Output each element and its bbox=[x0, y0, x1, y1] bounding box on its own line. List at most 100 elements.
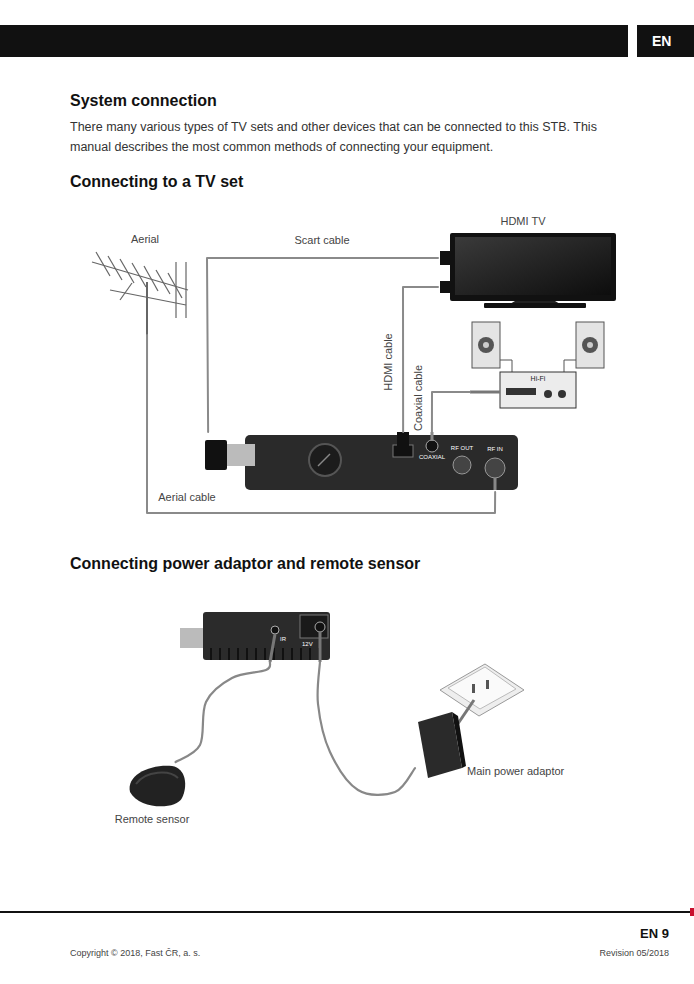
sensor-drawing-part bbox=[136, 773, 178, 784]
aerial-drawing-part bbox=[175, 262, 176, 318]
socket-drawing bbox=[440, 664, 524, 716]
stb-rear-drawing-part bbox=[271, 626, 279, 634]
aerial-drawing bbox=[92, 252, 188, 335]
stb-drawing-part bbox=[494, 478, 497, 490]
cable bbox=[176, 662, 271, 762]
socket-drawing-part bbox=[472, 684, 475, 693]
page-number: EN 9 bbox=[640, 927, 669, 942]
hifi-system: Hi-Fi bbox=[470, 320, 606, 410]
tv-drawing-part bbox=[484, 303, 586, 308]
language-tag: EN bbox=[652, 33, 671, 49]
device-label: Remote sensor bbox=[115, 813, 190, 826]
hifi-drawing-part bbox=[582, 337, 598, 353]
stb-drawing-part bbox=[426, 440, 438, 452]
device-label: HDMI TV bbox=[500, 215, 545, 228]
footer-rule bbox=[0, 908, 694, 916]
stb-drawing-part bbox=[227, 444, 255, 466]
cable bbox=[147, 335, 495, 513]
aerial-drawing-part bbox=[96, 252, 110, 276]
cable bbox=[318, 662, 415, 795]
remote-sensor: Remote sensor bbox=[126, 762, 188, 810]
stb-rear-drawing-part bbox=[270, 634, 275, 662]
device-label: COAXIAL bbox=[419, 454, 445, 461]
cable-label: Aerial cable bbox=[156, 491, 217, 503]
device-label: RF OUT bbox=[451, 445, 473, 452]
tv-drawing-part bbox=[450, 233, 616, 301]
cable bbox=[432, 392, 470, 432]
device-label: Aerial bbox=[131, 233, 159, 246]
stb-drawing-part bbox=[309, 444, 341, 476]
cable-label: Coaxial cable bbox=[412, 363, 424, 433]
aerial-drawing-part bbox=[144, 266, 158, 291]
hifi-drawing-part bbox=[500, 372, 576, 408]
aerial-drawing-part bbox=[120, 283, 132, 300]
hifi-drawing-part bbox=[506, 388, 536, 395]
stb-rear-drawing-part bbox=[300, 615, 328, 638]
hifi-drawing-part bbox=[470, 391, 500, 394]
stb-rear-drawing bbox=[180, 612, 330, 662]
hifi-drawing-part bbox=[478, 337, 494, 353]
tv-drawing bbox=[440, 233, 616, 308]
hifi-drawing-part bbox=[472, 322, 500, 368]
socket-drawing-part bbox=[448, 667, 516, 709]
hifi-drawing-part bbox=[558, 390, 566, 398]
cable-label: HDMI cable bbox=[382, 331, 394, 392]
aerial-drawing-part bbox=[168, 273, 182, 298]
hifi-drawing-part bbox=[544, 390, 552, 398]
footer-rule-part bbox=[690, 908, 694, 916]
hifi-drawing-part bbox=[576, 322, 604, 368]
tv-drawing-part bbox=[440, 281, 452, 293]
copyright-note: Copyright © 2018, Fast ČR, a. s. bbox=[70, 948, 200, 958]
stb-rear-drawing-part bbox=[206, 648, 327, 660]
header-bar bbox=[0, 25, 694, 57]
stb-drawing-part bbox=[245, 435, 518, 490]
stb-rear-drawing-part bbox=[315, 622, 325, 632]
aerial: Aerial bbox=[85, 232, 195, 335]
set-top-box-rear: IR 12V bbox=[180, 612, 330, 662]
stb-drawing-part bbox=[485, 458, 505, 478]
tv-drawing-part bbox=[440, 251, 452, 265]
stb-drawing-part bbox=[431, 432, 434, 441]
hifi-drawing bbox=[470, 322, 604, 408]
stb-drawing-part bbox=[453, 456, 471, 474]
cable-label: Scart cable bbox=[292, 234, 351, 246]
section-heading: Connecting to a TV set bbox=[70, 173, 243, 191]
sensor-drawing-part bbox=[130, 766, 186, 807]
stb-rear-drawing-part bbox=[180, 628, 206, 648]
hifi-drawing-part bbox=[564, 360, 576, 372]
aerial-drawing-part bbox=[120, 259, 134, 283]
header-bar-part bbox=[637, 25, 694, 57]
hifi-drawing-part bbox=[483, 342, 489, 348]
cable bbox=[207, 258, 438, 432]
socket-drawing-part bbox=[486, 680, 489, 689]
stb-drawing-part bbox=[397, 432, 409, 447]
stb-drawing bbox=[205, 432, 518, 490]
header-bar-part bbox=[0, 25, 628, 57]
intro-text: There many various types of TV sets and … bbox=[70, 117, 615, 157]
aerial-drawing-part bbox=[92, 262, 188, 290]
adaptor-drawing-part bbox=[452, 712, 466, 768]
stb-rear-drawing-part bbox=[203, 612, 330, 660]
stb-rear-drawing-part bbox=[319, 632, 322, 662]
aerial-drawing-part bbox=[146, 282, 148, 335]
device-label: RF IN bbox=[487, 446, 503, 453]
adaptor-drawing bbox=[418, 700, 474, 778]
section-heading: Connecting power adaptor and remote sens… bbox=[70, 555, 420, 573]
stb-drawing-part bbox=[318, 454, 330, 466]
hifi-drawing-part bbox=[587, 342, 593, 348]
revision-note: Revision 05/2018 bbox=[599, 948, 669, 958]
device-label: IR bbox=[280, 636, 286, 643]
sensor-drawing bbox=[130, 766, 186, 807]
tv-drawing-part bbox=[455, 237, 611, 295]
hifi-drawing-part bbox=[500, 360, 512, 372]
aerial-drawing-part bbox=[185, 262, 186, 318]
power-adaptor: Main power adaptor bbox=[415, 712, 463, 778]
socket-drawing-part bbox=[440, 664, 524, 716]
device-label: Hi-Fi bbox=[531, 375, 546, 383]
footer-rule-part bbox=[0, 911, 694, 913]
page-heading: System connection bbox=[70, 92, 217, 110]
device-label: 12V bbox=[302, 641, 313, 648]
tv-set: HDMI TV bbox=[438, 212, 618, 308]
stb-drawing-part bbox=[205, 440, 227, 470]
set-top-box: COAXIAL RF OUT RF IN bbox=[205, 432, 518, 492]
